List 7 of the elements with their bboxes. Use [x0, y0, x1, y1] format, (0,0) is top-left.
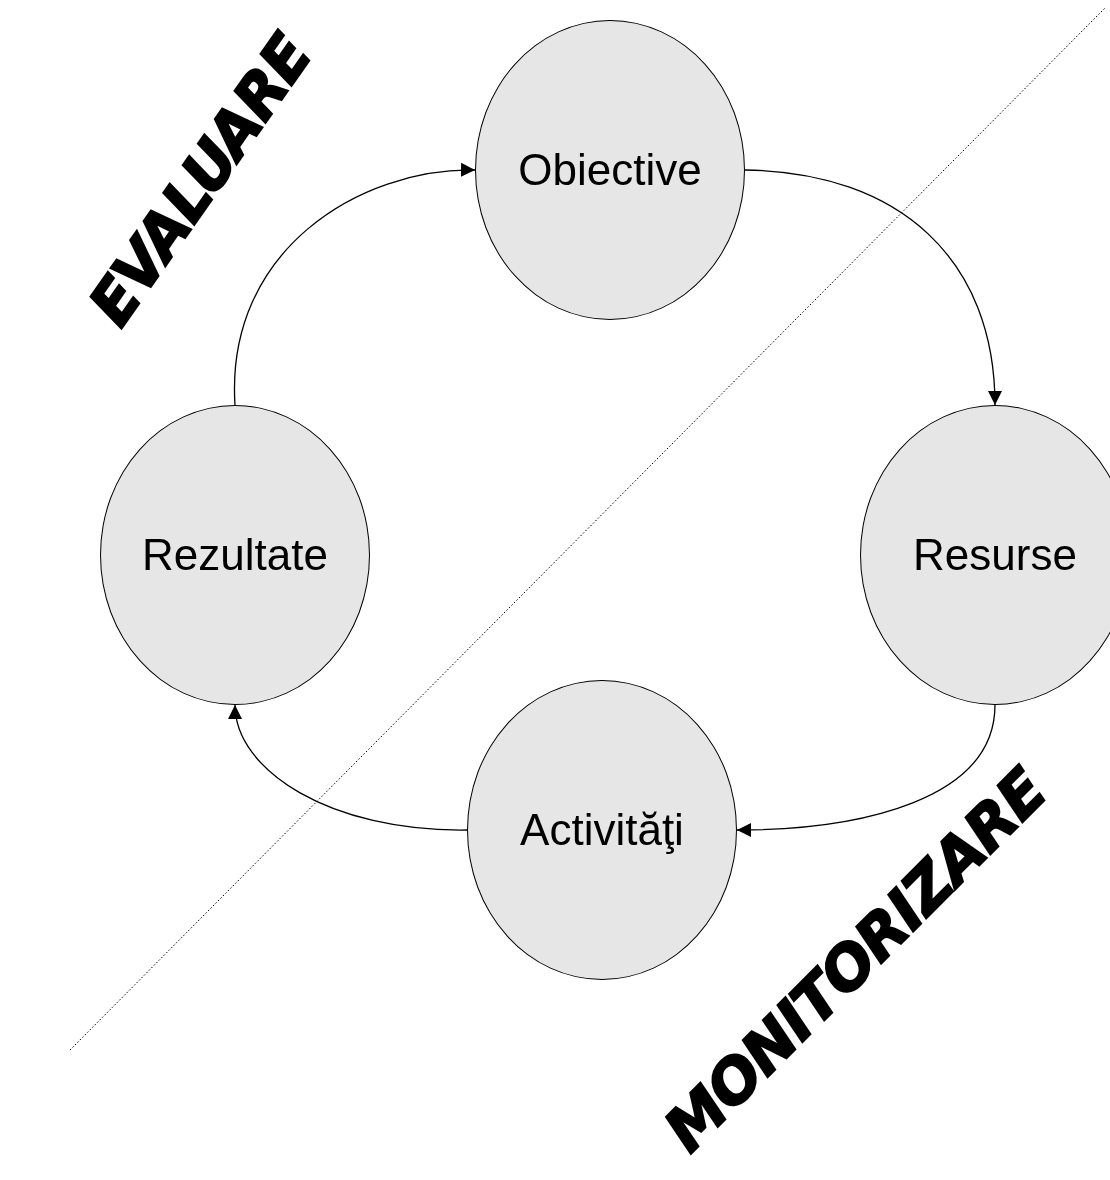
curved-arrow: [744, 169, 1002, 406]
node-label: Rezultate: [142, 530, 328, 580]
curved-arrow: [736, 704, 996, 837]
node-label: Resurse: [913, 530, 1077, 580]
curved-arrow: [229, 704, 468, 831]
node-label: Obiective: [518, 145, 702, 195]
curved-arrow: [234, 163, 476, 406]
